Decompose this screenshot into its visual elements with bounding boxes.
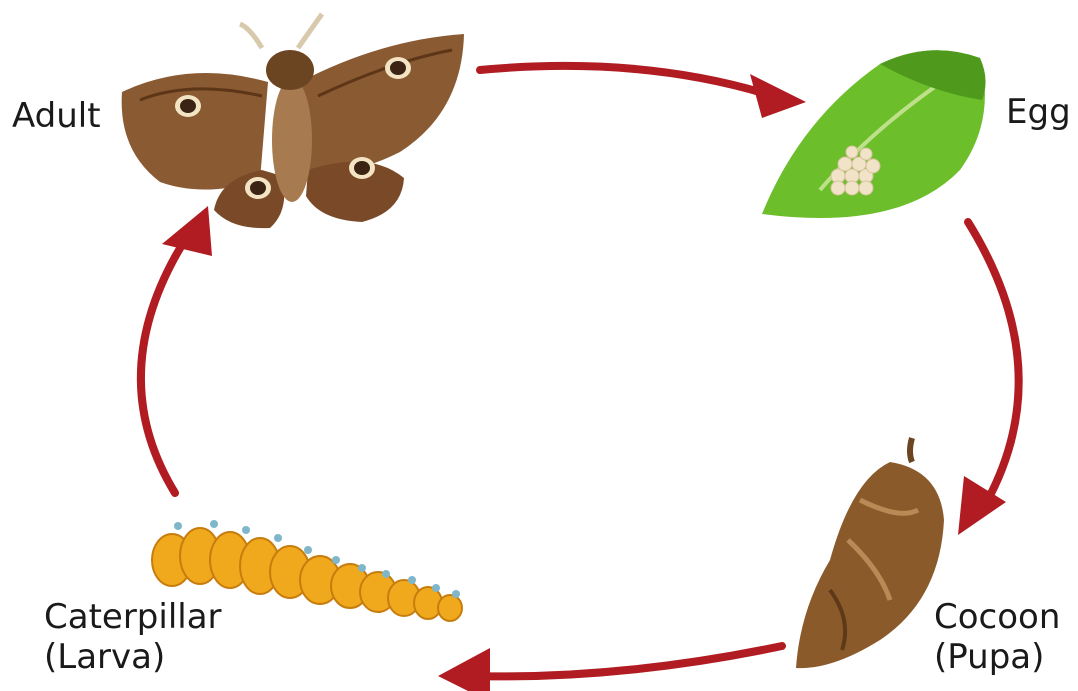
label-adult-text: Adult — [12, 96, 101, 136]
arrow-caterpillar-to-adult — [141, 232, 190, 493]
arrowhead-egg — [750, 74, 806, 118]
moth-illustration — [122, 14, 464, 228]
label-cocoon: Cocoon (Pupa) — [934, 597, 1060, 677]
arrow-egg-to-cocoon — [968, 222, 1019, 505]
cocoon-illustration — [796, 438, 944, 668]
label-cocoon-line2: (Pupa) — [934, 637, 1060, 677]
arrowhead-adult — [162, 206, 212, 256]
label-caterpillar: Caterpillar (Larva) — [44, 597, 222, 677]
arrow-adult-to-egg — [480, 66, 770, 95]
arrow-cocoon-to-caterpillar — [470, 646, 782, 676]
label-caterpillar-line2: (Larva) — [44, 637, 222, 677]
label-adult: Adult — [12, 96, 101, 136]
label-cocoon-line1: Cocoon — [934, 597, 1060, 637]
arrowhead-caterpillar — [438, 648, 490, 691]
label-caterpillar-line1: Caterpillar — [44, 597, 222, 637]
leaf-with-eggs-illustration — [762, 50, 986, 218]
label-egg: Egg — [1006, 92, 1071, 132]
label-egg-text: Egg — [1006, 92, 1071, 132]
